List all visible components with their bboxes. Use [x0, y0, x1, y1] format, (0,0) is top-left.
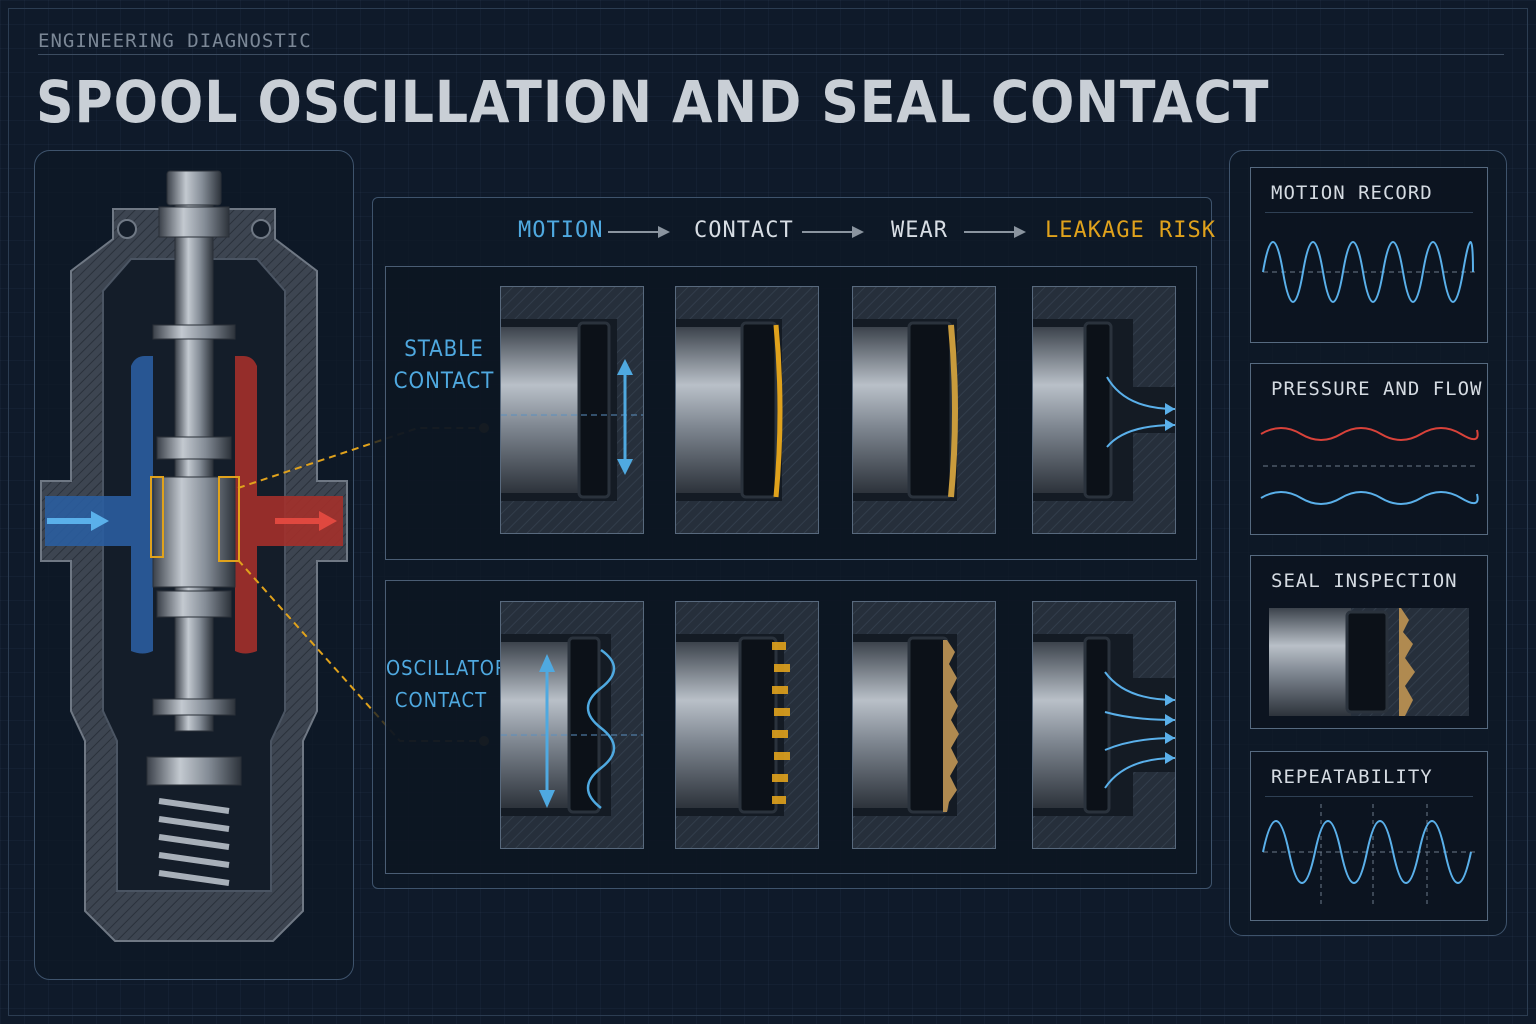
pressure-flow-waveform	[1260, 427, 1479, 505]
oscillatory-contact-label: OSCILLATORY CONTACT	[386, 652, 520, 716]
stable-label-line1: STABLE	[404, 337, 484, 362]
inlet-arrow-icon	[47, 511, 109, 531]
flow-step-motion: MOTION	[518, 218, 604, 243]
pressure-flow-title: PRESSURE AND FLOW	[1271, 378, 1483, 400]
header-kicker: ENGINEERING DIAGNOSTIC	[38, 30, 312, 52]
card-divider	[1265, 796, 1473, 797]
flow-step-leakage-risk: LEAKAGE RISK	[1045, 218, 1216, 243]
stable-wear-cell	[852, 286, 996, 534]
motion-record-waveform	[1262, 241, 1475, 303]
right-arrow-icon	[608, 226, 670, 238]
right-arrow-icon	[964, 226, 1026, 238]
seal-inspection-image	[1269, 608, 1469, 716]
stable-contact-cell	[675, 286, 819, 534]
card-divider	[1265, 212, 1473, 213]
stable-motion-cell	[500, 286, 644, 534]
header-rule	[38, 54, 1504, 55]
pressure-flow-card: PRESSURE AND FLOW	[1250, 363, 1488, 535]
oscillatory-leakage-cell	[1032, 601, 1176, 849]
flow-step-contact: CONTACT	[694, 218, 794, 243]
seal-inspection-card: SEAL INSPECTION	[1250, 555, 1488, 729]
outlet-arrow-icon	[275, 511, 337, 531]
seal-inspection-title: SEAL INSPECTION	[1271, 570, 1458, 592]
oscillatory-label-line2: CONTACT	[394, 688, 488, 712]
flow-step-wear: WEAR	[891, 218, 948, 243]
oscillatory-contact-cell	[675, 601, 819, 849]
repeatability-waveform	[1262, 804, 1475, 904]
right-arrow-icon	[802, 226, 864, 238]
valve-cross-section-panel	[34, 150, 354, 980]
stable-contact-label: STABLE CONTACT	[392, 334, 496, 398]
oscillatory-wear-cell	[852, 601, 996, 849]
repeatability-card: REPEATABILITY	[1250, 751, 1488, 921]
page-title: SPOOL OSCILLATION AND SEAL CONTACT	[36, 68, 1270, 136]
stable-label-line2: CONTACT	[393, 369, 495, 394]
motion-record-title: MOTION RECORD	[1271, 182, 1433, 204]
page-frame	[8, 8, 1528, 1016]
stable-leakage-cell	[1032, 286, 1176, 534]
oscillatory-motion-cell	[500, 601, 644, 849]
repeatability-title: REPEATABILITY	[1271, 766, 1433, 788]
motion-record-card: MOTION RECORD	[1250, 167, 1488, 343]
diagnostics-side-panel: MOTION RECORD PRESSURE AND FLOW SEAL INS…	[1229, 150, 1507, 936]
oscillatory-label-line1: OSCILLATORY	[386, 656, 520, 680]
valve-cross-section-illustration	[40, 170, 348, 942]
